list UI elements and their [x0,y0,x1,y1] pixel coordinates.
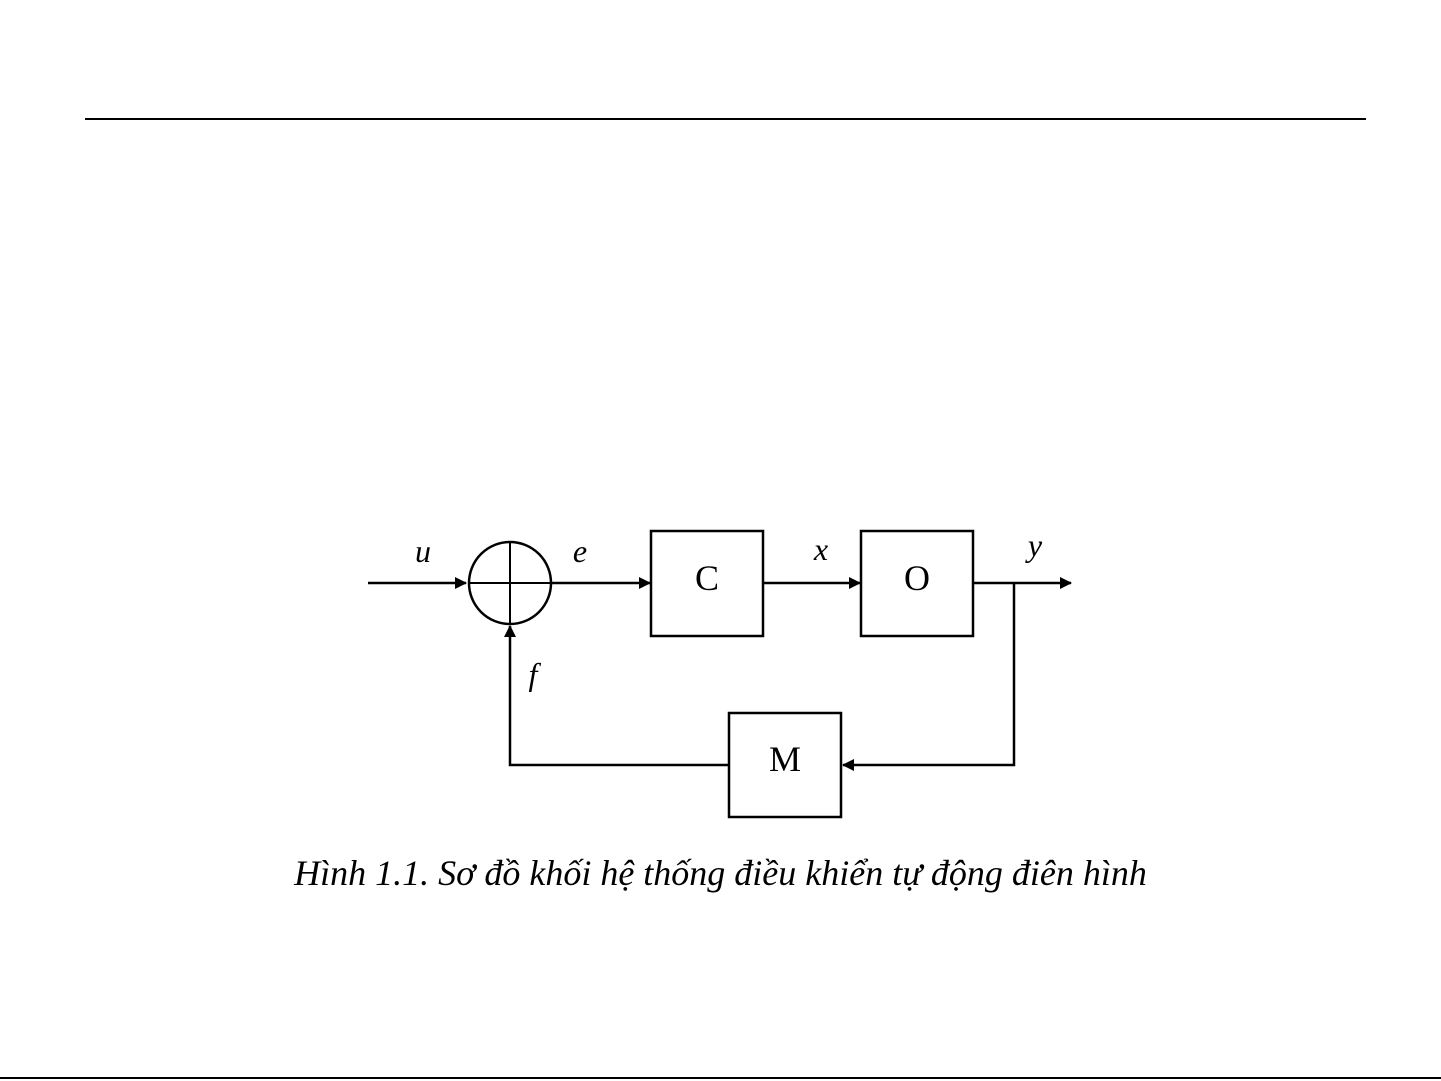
plant-label: O [904,558,930,598]
signal-x-label: x [813,531,828,567]
footer-rule [0,1077,1441,1079]
signal-u-label: u [415,533,431,569]
signal-y-label: y [1025,527,1043,563]
summing-junction [469,542,551,624]
figure-caption: Hình 1.1. Sơ đồ khối hệ thống điều khiển… [0,852,1441,894]
feedback-return-line [510,626,729,765]
measurement-label: M [769,739,801,779]
signal-f-label: f [529,656,542,692]
feedback-takeoff-line [843,583,1014,765]
controller-label: C [695,558,719,598]
signal-e-label: e [573,533,587,569]
